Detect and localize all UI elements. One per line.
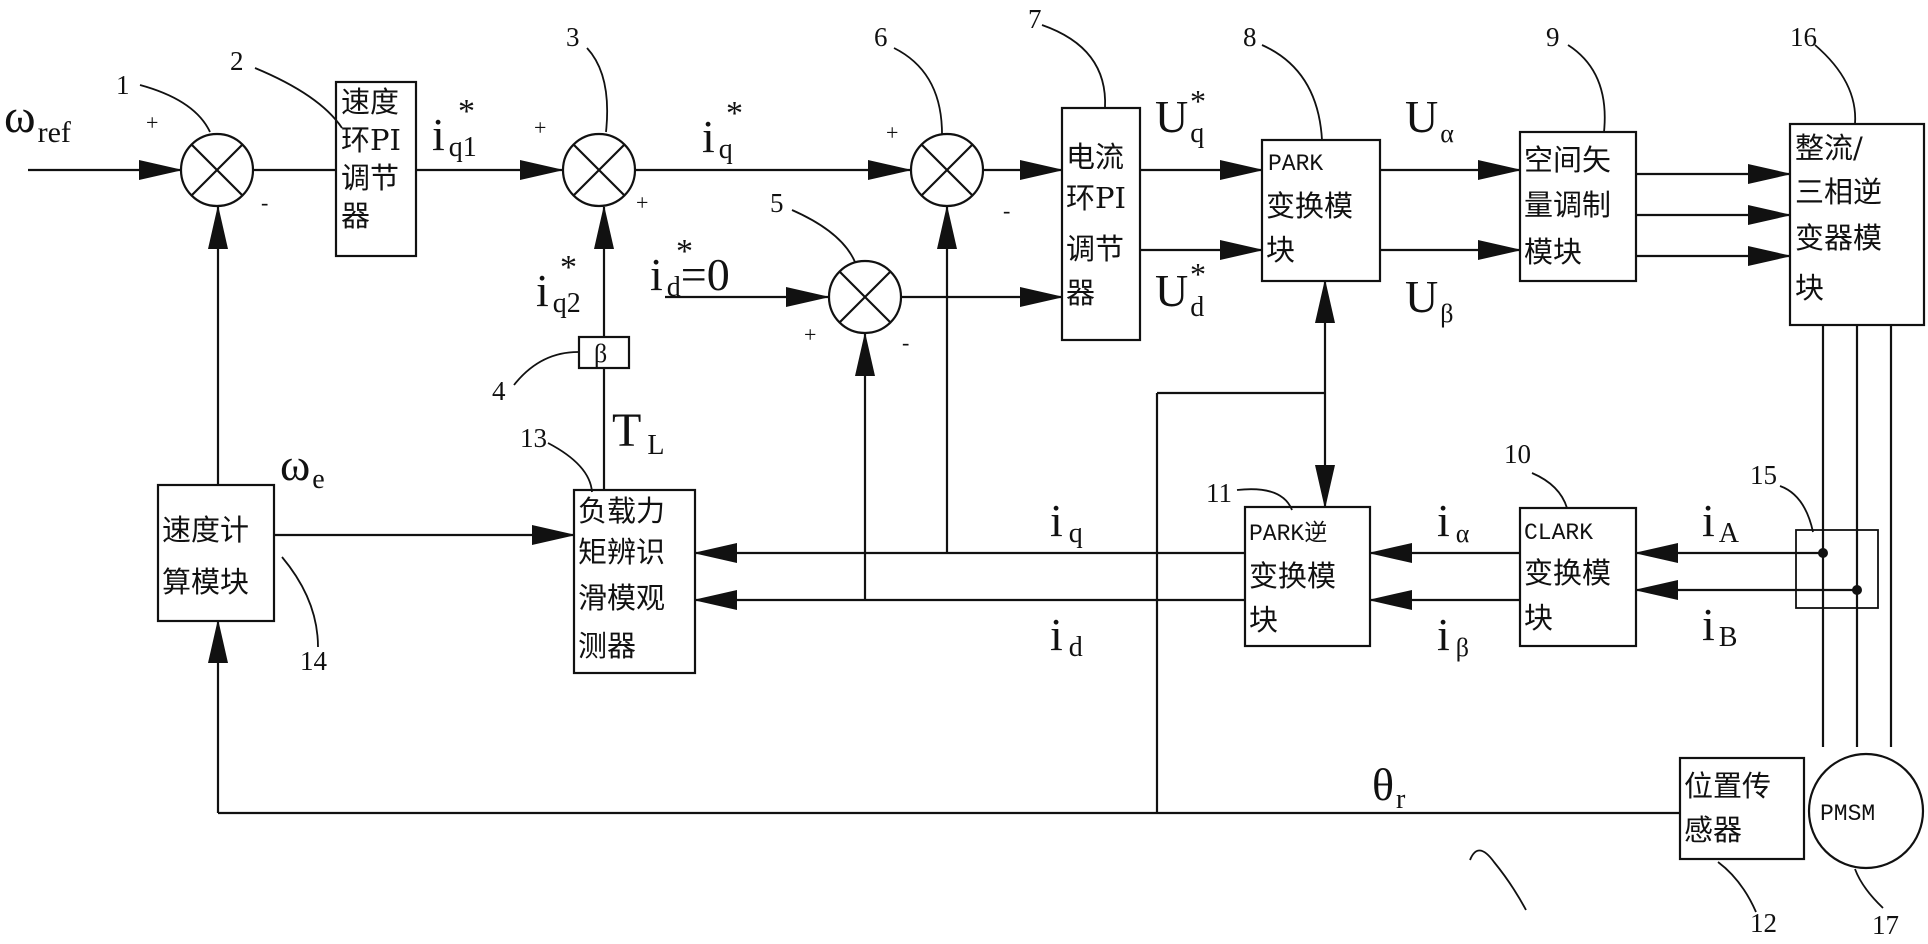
callout-4: 4 <box>492 376 506 406</box>
i-alpha-label: iα <box>1437 495 1470 548</box>
j5-plus: + <box>804 322 816 347</box>
ud-star-mark: * <box>1190 256 1206 292</box>
inverter-line-3: 变器模 <box>1795 221 1882 255</box>
beta-gain-label: β <box>594 339 607 368</box>
id-star-mark: * <box>676 233 693 270</box>
park-line-3: 块 <box>1266 233 1295 267</box>
omega-e-label: ωe <box>280 439 325 495</box>
speed-calc-line-2: 算模块 <box>162 565 249 599</box>
callout-16: 16 <box>1790 22 1817 52</box>
id-feedback-label: id <box>1050 609 1083 663</box>
sensor-node-b <box>1852 585 1862 595</box>
i-beta-label: iβ <box>1437 609 1469 662</box>
current-pi-line-1: 电流 <box>1066 140 1124 174</box>
iq1-star-mark: * <box>458 93 475 130</box>
callout-1: 1 <box>116 70 130 100</box>
callout-2: 2 <box>230 46 244 76</box>
inv-park-line-3: 块 <box>1249 603 1278 637</box>
callout-7: 7 <box>1028 4 1042 34</box>
iq-star-mark: * <box>726 95 743 132</box>
current-pi-line-3: 调节 <box>1066 232 1124 266</box>
callout-9: 9 <box>1546 22 1560 52</box>
current-pi-line-2: 环PI <box>1066 181 1126 215</box>
i-a-label: iA <box>1702 495 1740 549</box>
speed-pi-line-1: 速度 <box>341 85 399 119</box>
i-b-label: iB <box>1702 599 1737 653</box>
current-pi-line-4: 器 <box>1066 276 1095 310</box>
inverter-line-2: 三相逆 <box>1795 175 1882 209</box>
callout-14: 14 <box>300 646 328 676</box>
speed-pi-line-4: 器 <box>341 199 370 233</box>
callout-12: 12 <box>1750 908 1777 938</box>
sum-junction-1 <box>181 134 253 206</box>
inverter-line-4: 块 <box>1795 271 1824 305</box>
theta-r-label: θr <box>1372 759 1406 815</box>
u-alpha-label: Uα <box>1405 91 1454 148</box>
callout-6: 6 <box>874 22 888 52</box>
j3-plus-top: + <box>534 115 546 140</box>
callout-5: 5 <box>770 188 784 218</box>
speed-pi-line-2: 环PI <box>341 123 401 157</box>
iq2-star-mark: * <box>560 249 577 286</box>
observer-line-4: 测器 <box>578 629 636 663</box>
sensor-node-a <box>1818 548 1828 558</box>
position-sensor-line-1: 位置传 <box>1684 769 1771 803</box>
j1-minus: - <box>261 190 268 215</box>
callout-10: 10 <box>1504 439 1531 469</box>
u-beta-label: Uβ <box>1405 271 1453 328</box>
sum-junction-5 <box>829 261 901 333</box>
callout-17: 17 <box>1872 910 1899 940</box>
position-sensor-line-2: 感器 <box>1684 813 1742 847</box>
observer-line-2: 矩辨识 <box>578 535 665 569</box>
park-line-1: PARK <box>1268 151 1323 177</box>
sum-junction-3 <box>563 134 635 206</box>
speed-calc-line-1: 速度计 <box>162 513 249 547</box>
j1-plus: + <box>146 110 158 135</box>
speed-pi-line-3: 调节 <box>341 161 399 195</box>
pmsm-label: PMSM <box>1820 801 1875 827</box>
callout-11: 11 <box>1206 478 1232 508</box>
speed-calc-box <box>158 485 274 621</box>
sum-junction-6 <box>911 134 983 206</box>
svm-line-2: 量调制 <box>1524 188 1611 222</box>
callout-8: 8 <box>1243 22 1257 52</box>
inv-park-line-2: 变换模 <box>1249 559 1336 593</box>
inv-park-line-1: PARK逆 <box>1249 520 1327 547</box>
j6-minus: - <box>1003 198 1010 223</box>
clark-line-3: 块 <box>1524 601 1553 635</box>
clark-line-1: CLARK <box>1524 520 1593 546</box>
inverter-line-1: 整流/ <box>1795 131 1863 165</box>
iq-feedback-label: iq <box>1050 495 1083 549</box>
svm-line-1: 空间矢 <box>1524 143 1611 177</box>
j5-minus: - <box>902 330 909 355</box>
park-line-2: 变换模 <box>1266 189 1353 223</box>
svm-line-3: 模块 <box>1524 235 1582 269</box>
tl-label: TL <box>612 404 664 461</box>
observer-line-3: 滑模观 <box>578 581 665 615</box>
clark-line-2: 变换模 <box>1524 556 1611 590</box>
j3-plus-bottom: + <box>636 190 648 215</box>
omega-ref-label: ωref <box>4 90 71 149</box>
callout-15: 15 <box>1750 460 1777 490</box>
uq-star-mark: * <box>1190 83 1206 119</box>
j6-plus: + <box>886 120 898 145</box>
observer-line-1: 负载力 <box>578 494 665 528</box>
current-sensor-box <box>1796 530 1878 608</box>
callout-13: 13 <box>520 423 547 453</box>
callout-3: 3 <box>566 22 580 52</box>
summing-junctions <box>181 134 983 333</box>
